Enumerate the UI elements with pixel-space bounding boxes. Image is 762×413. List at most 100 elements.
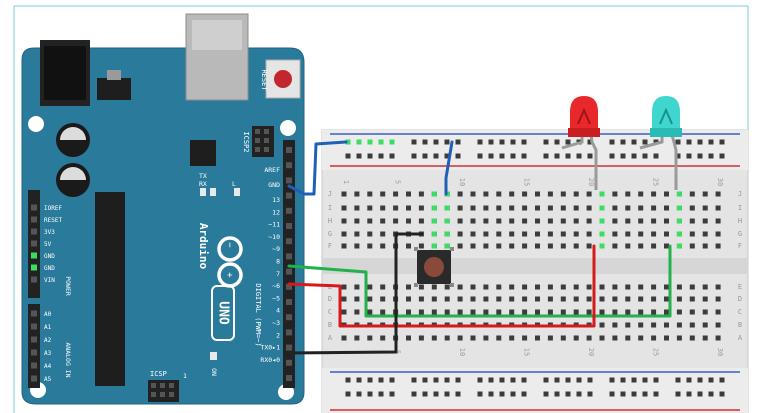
breadboard-hole xyxy=(664,296,669,302)
rx-led xyxy=(200,188,206,196)
rail-hole xyxy=(521,139,527,145)
breadboard-hole xyxy=(380,218,386,224)
breadboard-hole xyxy=(573,243,579,249)
breadboard-hole xyxy=(535,231,540,237)
breadboard-hole xyxy=(651,231,657,237)
rail-hole xyxy=(389,391,395,397)
header-pin xyxy=(31,310,37,317)
rail-hole xyxy=(444,153,450,159)
breadboard-hole xyxy=(418,335,424,341)
analog-header xyxy=(28,304,40,388)
breadboard-hole xyxy=(393,191,399,197)
push-button-cap[interactable] xyxy=(424,257,444,277)
breadboard-hole xyxy=(367,296,373,302)
breadboard-hole xyxy=(573,205,579,211)
breadboard-hole xyxy=(457,309,463,315)
rail-hole xyxy=(719,377,725,383)
breadboard-hole xyxy=(509,309,515,315)
breadboard-hole xyxy=(638,322,644,328)
rail-hole xyxy=(499,153,505,159)
top-rail xyxy=(322,130,748,170)
breadboard-hole xyxy=(599,296,605,302)
rail-hole xyxy=(488,139,494,145)
breadboard-hole xyxy=(354,335,360,341)
breadboard-hole xyxy=(367,191,373,197)
breadboard-hole xyxy=(522,231,528,237)
breadboard-hole xyxy=(418,205,424,211)
breadboard-hole xyxy=(470,218,476,224)
rail-hole xyxy=(554,391,560,397)
breadboard-hole xyxy=(625,284,631,290)
breadboard-hole xyxy=(509,335,515,341)
breadboard-hole xyxy=(573,284,579,290)
cyan-led xyxy=(650,96,682,137)
breadboard-hole xyxy=(535,335,540,341)
header-pin xyxy=(255,129,260,134)
analog-pin-holes xyxy=(31,310,37,382)
breadboard-hole xyxy=(418,296,424,302)
wires xyxy=(287,140,672,355)
cyan-led-body xyxy=(652,96,680,132)
breadboard-hole xyxy=(599,309,605,315)
reset-label: RESET xyxy=(260,69,268,91)
uno-label: UNO xyxy=(216,301,231,325)
rail-hole xyxy=(411,377,417,383)
on-label: ON xyxy=(210,368,218,376)
red-led-rim xyxy=(568,128,600,137)
reset-button[interactable] xyxy=(274,70,292,88)
analog-label: ANALOG IN xyxy=(64,342,72,377)
rail-hole xyxy=(356,153,362,159)
breadboard-hole xyxy=(354,284,360,290)
digital-pin-label: ~9 xyxy=(272,245,280,253)
rail-hole xyxy=(345,391,351,397)
breadboard-hole xyxy=(560,296,566,302)
breadboard-hole xyxy=(406,243,411,249)
header-pin xyxy=(264,138,269,143)
rail-hole xyxy=(609,153,615,159)
breadboard-hole xyxy=(702,231,708,237)
breadboard-hole xyxy=(586,284,592,290)
capacitor-top xyxy=(60,127,86,140)
column-number: 15 xyxy=(523,348,531,356)
rail-hole xyxy=(477,139,483,145)
svg-text:+: + xyxy=(224,272,234,278)
breadboard-hole xyxy=(496,205,502,211)
breadboard-hole xyxy=(483,335,489,341)
rail-hole xyxy=(631,153,637,159)
breadboard-hole xyxy=(638,231,644,237)
row-letter: A xyxy=(328,334,333,342)
breadboard-hole xyxy=(535,205,540,211)
breadboard-hole xyxy=(393,205,399,211)
breadboard-hole xyxy=(444,335,450,341)
breadboard-hole xyxy=(418,218,424,224)
dc-jack-inner xyxy=(44,46,86,100)
rail-hole xyxy=(609,377,615,383)
header-pin xyxy=(286,207,292,214)
breadboard-hole xyxy=(689,231,695,237)
rail-hole xyxy=(675,391,681,397)
breadboard-hole xyxy=(625,309,631,315)
row-letter: A xyxy=(738,334,743,342)
breadboard-hole xyxy=(509,243,515,249)
breadboard-hole xyxy=(522,191,528,197)
header-pin xyxy=(31,240,37,247)
rail-hole xyxy=(543,377,549,383)
rail-hole xyxy=(708,139,714,145)
digital-header xyxy=(283,140,295,388)
rail-hole xyxy=(345,153,351,159)
rail-hole xyxy=(609,391,615,397)
push-button[interactable] xyxy=(414,247,454,287)
breadboard-hole xyxy=(625,335,631,341)
breadboard-hole xyxy=(354,231,360,237)
breadboard-hole xyxy=(483,309,489,315)
breadboard-hole xyxy=(638,296,644,302)
analog-pin-label: A5 xyxy=(44,376,52,383)
header-pin xyxy=(264,147,269,152)
breadboard-hole xyxy=(612,243,618,249)
row-letter: H xyxy=(328,217,332,225)
breadboard-hole xyxy=(470,335,476,341)
breadboard-hole xyxy=(612,284,618,290)
rail-hole xyxy=(587,377,593,383)
connected-hole xyxy=(676,191,682,197)
breadboard-hole xyxy=(380,243,386,249)
